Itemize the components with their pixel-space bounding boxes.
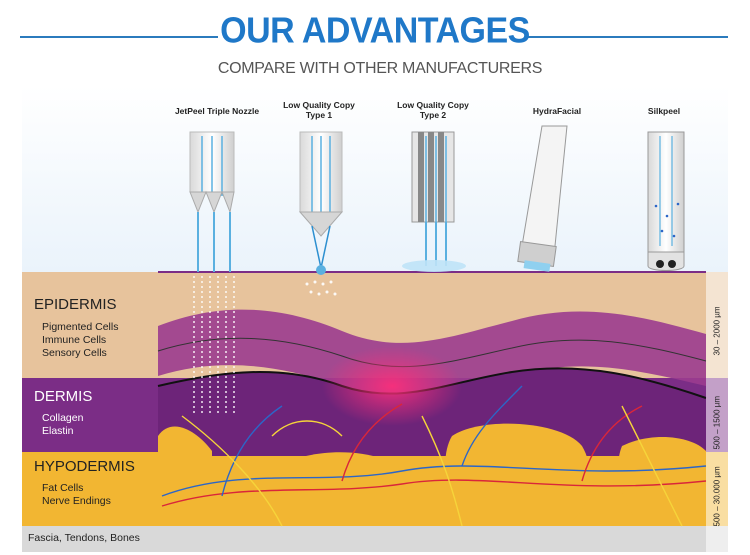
fascia-title: Fascia, Tendons, Bones <box>28 532 140 544</box>
header-rule-right <box>528 36 728 38</box>
device-jetpeel <box>189 131 235 416</box>
device-hydrafacial <box>517 125 568 272</box>
device-label-copy-type1: Low Quality Copy Type 1 <box>283 100 355 120</box>
device-label-jetpeel: JetPeel Triple Nozzle <box>174 106 260 116</box>
dermis-glow <box>322 346 462 426</box>
hypodermis-item: Nerve Endings <box>42 495 111 507</box>
dermis-title: DERMIS <box>34 388 93 405</box>
epidermis-depth: 30 – 2000 µm <box>712 306 722 356</box>
skin-diagram <box>22 86 728 552</box>
page-title: OUR ADVANTAGES <box>220 11 530 51</box>
epidermis-item: Pigmented Cells <box>42 321 119 333</box>
epidermis-wave <box>158 309 706 396</box>
blood-vessels <box>161 385 707 527</box>
device-copy-type2 <box>402 131 466 272</box>
dermis-item: Collagen <box>42 412 84 424</box>
device-copy-type1 <box>298 131 344 296</box>
hypodermis-depth: 500 – 30.000 µm <box>712 466 722 527</box>
fat-lobe-4 <box>618 436 706 526</box>
diagram-panel: JetPeel Triple Nozzle Low Quality Copy T… <box>22 86 728 552</box>
hypodermis-title: HYPODERMIS <box>34 458 135 475</box>
device-label-silkpeel: Silkpeel <box>647 106 681 116</box>
epidermis-title: EPIDERMIS <box>34 296 117 313</box>
header-rule-left <box>20 36 218 38</box>
page-subtitle: COMPARE WITH OTHER MANUFACTURERS <box>217 60 543 77</box>
device-silkpeel <box>647 131 685 271</box>
fascia-layer <box>22 526 728 552</box>
epidermis-item: Sensory Cells <box>42 347 107 359</box>
depth-scale <box>706 272 728 552</box>
fat-lobe-3 <box>445 423 591 526</box>
hypodermis-item: Fat Cells <box>42 482 84 494</box>
device-label-copy-type2: Low Quality Copy Type 2 <box>397 100 469 120</box>
epidermis-item: Immune Cells <box>42 334 107 346</box>
dermis-item: Elastin <box>42 425 74 437</box>
device-label-hydrafacial: HydraFacial <box>532 106 582 116</box>
dermis-depth: 500 – 1500 µm <box>712 395 722 450</box>
top-background <box>22 86 728 272</box>
hypodermis-left-band <box>22 452 158 526</box>
fat-lobe-1 <box>158 426 212 526</box>
